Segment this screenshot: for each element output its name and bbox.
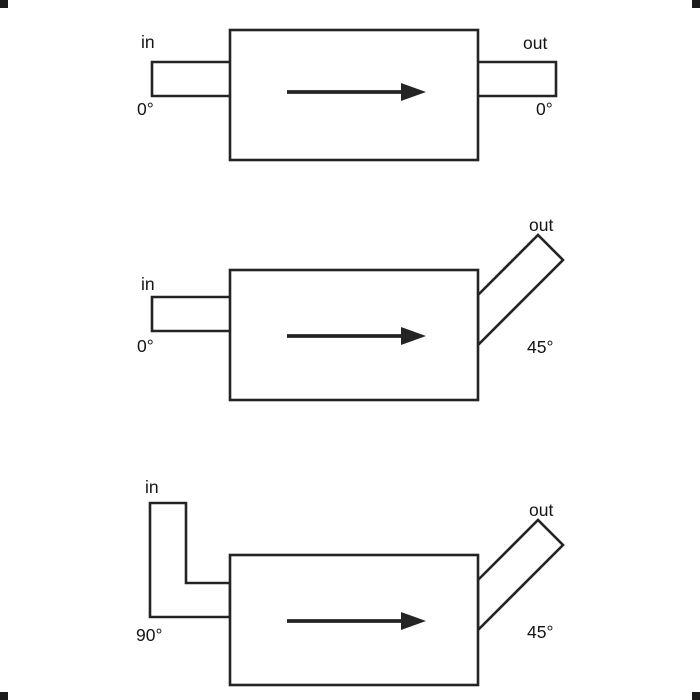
inlet-angle-label: 0° (137, 336, 154, 356)
corner-mark (692, 0, 700, 8)
outlet-angle-label: 0° (536, 99, 553, 119)
flow-arrow (287, 327, 426, 345)
outlet-pipe-45 (476, 518, 565, 634)
corner-mark (692, 692, 700, 700)
inlet-label: in (141, 274, 155, 294)
outlet-label: out (529, 215, 553, 235)
outlet-angle-label: 45° (527, 622, 553, 642)
flow-arrow-head (401, 612, 426, 630)
corner-mark (0, 0, 8, 8)
inlet-angle-label: 0° (137, 99, 154, 119)
inlet-label: in (141, 32, 155, 52)
diagram-inlet-90-outlet-45: in 90° out 45° (136, 477, 565, 687)
flow-arrow-head (401, 83, 426, 101)
flow-arrow (287, 83, 426, 101)
flow-arrow-head (401, 327, 426, 345)
outlet-pipe-45 (476, 233, 565, 349)
outlet-label: out (529, 500, 553, 520)
inlet-pipe-90 (148, 501, 232, 619)
inlet-angle-label: 90° (136, 625, 162, 645)
inlet-pipe (150, 60, 230, 98)
diagram-straight: in 0° out 0° (137, 28, 558, 162)
outlet-angle-label: 45° (527, 337, 553, 357)
outlet-pipe (478, 60, 558, 98)
inlet-pipe (150, 295, 230, 333)
corner-mark (0, 692, 8, 700)
diagram-outlet-45: in 0° out 45° (137, 215, 565, 402)
outlet-label: out (523, 33, 547, 53)
inlet-label: in (145, 477, 159, 497)
flow-arrow (287, 612, 426, 630)
muffler-body (228, 28, 480, 162)
